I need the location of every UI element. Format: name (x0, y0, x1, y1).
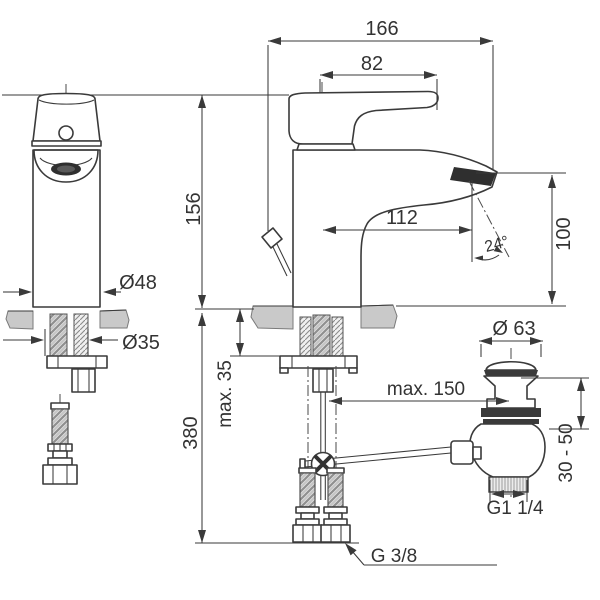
mounting-bracket-side (279, 355, 358, 369)
dim-hose-length: 380 (180, 313, 359, 544)
waste-thread-section (488, 476, 529, 493)
hose-nut-right (320, 524, 351, 543)
dim-body-diameter: Ø48 (3, 272, 157, 296)
rod-joint-knurled-nut (450, 440, 474, 465)
faucet-side-view (261, 82, 498, 543)
dim-hole-diameter-label: Ø35 (122, 332, 160, 354)
dim-height-to-deck: 156 (183, 94, 289, 310)
mounting-nut-side (312, 368, 334, 393)
mounting-bracket-front (46, 355, 108, 369)
dim-hose-length-label: 380 (180, 416, 202, 449)
faucet-front-view (31, 84, 108, 485)
hose-nut-left (292, 524, 323, 543)
waste-cap (485, 361, 537, 371)
dim-height-label: 156 (183, 192, 205, 225)
dim-overall-depth: 166 (267, 18, 494, 231)
dim-max-rod-reach-label: max. 150 (387, 379, 465, 400)
mounting-nut-front (71, 368, 96, 393)
dim-waste-clamp-label: 30 - 50 (556, 423, 577, 482)
dim-hose-thread: G 3/8 (345, 543, 497, 567)
dim-spout-reach: 112 (323, 180, 473, 262)
dim-spout-angle-label: 24° (483, 233, 511, 256)
dim-handle-length: 82 (319, 53, 438, 110)
dim-waste-cap-diameter: Ø 63 (479, 318, 543, 357)
aerator-side (450, 167, 496, 186)
dim-max-deck-thickness-label: max. 35 (215, 360, 236, 428)
dim-body-diameter-label: Ø48 (119, 272, 157, 294)
dim-waste-thread: G1 1/4 (486, 480, 544, 519)
dim-spout-reach-label: 112 (386, 207, 418, 229)
threaded-sleeve-front (73, 313, 89, 358)
dim-handle-length-label: 82 (361, 53, 383, 75)
dim-hole-diameter: Ø35 (3, 332, 160, 354)
pop-up-waste (450, 348, 546, 500)
dim-overall-depth-label: 166 (365, 18, 398, 40)
threaded-stud-front (49, 313, 68, 362)
dim-outlet-height: 100 (396, 172, 575, 307)
dim-max-rod-reach: max. 150 (329, 379, 509, 405)
dim-hose-thread-label: G 3/8 (371, 546, 417, 567)
dim-spout-angle: 24° (468, 180, 511, 261)
supply-hoses-side (292, 467, 351, 543)
dim-waste-thread-label: G1 1/4 (486, 498, 543, 519)
hose-nut-front (42, 464, 78, 485)
dim-max-deck-thickness: max. 35 (215, 309, 281, 428)
dim-outlet-height-label: 100 (553, 217, 575, 250)
countertop (5, 304, 398, 330)
pop-up-rod-knob (261, 227, 292, 277)
waste-flange (481, 408, 541, 417)
supply-hose-front (42, 402, 78, 485)
dim-waste-cap-label: Ø 63 (492, 318, 535, 340)
pop-up-rod (320, 392, 326, 500)
handle-clip-front (58, 125, 74, 141)
threaded-stud-side (312, 314, 331, 361)
dim-waste-clamp-range: 30 - 50 (521, 377, 589, 483)
